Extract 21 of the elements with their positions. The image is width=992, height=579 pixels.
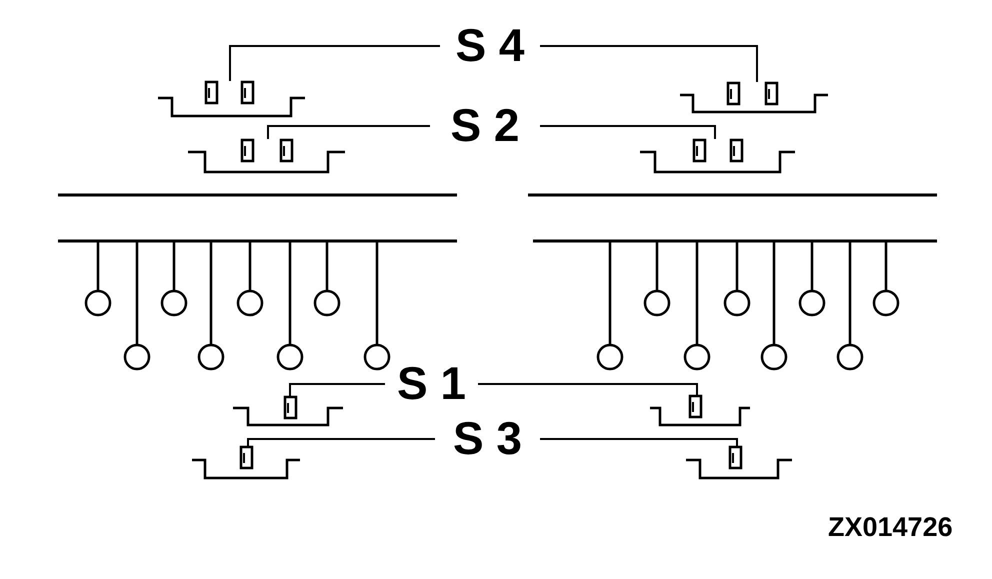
- connector-bracket: [233, 396, 343, 426]
- callout-label: S 2: [430, 102, 540, 148]
- connector-bracket: [192, 446, 300, 480]
- leader-line: [478, 383, 698, 395]
- leader-line: [540, 125, 716, 139]
- connector-bracket: [188, 138, 345, 174]
- connector-bracket: [650, 394, 750, 426]
- connector-bracket: [686, 446, 792, 480]
- connector-bracket: [158, 80, 305, 118]
- figure-code: ZX014726: [828, 514, 953, 541]
- callout-label: S 1: [385, 360, 478, 406]
- leader-line: [247, 438, 435, 446]
- connector-bracket: [640, 138, 795, 174]
- callout-label: S 4: [440, 22, 540, 68]
- leader-line: [540, 45, 758, 82]
- callout-label: S 3: [435, 415, 540, 461]
- leader-line: [267, 125, 430, 139]
- connector-bracket: [680, 82, 828, 114]
- leader-line: [289, 383, 385, 396]
- leader-line: [540, 438, 738, 446]
- leader-line: [229, 45, 440, 81]
